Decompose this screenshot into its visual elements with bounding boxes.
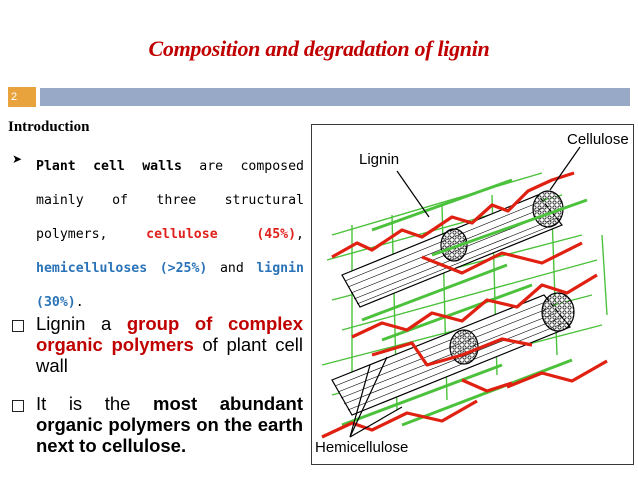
bullet-text: of plant cell wall xyxy=(36,334,303,376)
bullet-abundance: It is the most abundant organic polymers… xyxy=(36,393,303,456)
hemicelluloses-term: hemicelluloses (>25%) xyxy=(36,261,208,276)
square-bullet-icon xyxy=(12,400,24,412)
cellulose-term: cellulose (45%) xyxy=(146,227,297,242)
lignin-term: lignin (30%) xyxy=(36,261,304,310)
lignin-chains xyxy=(321,171,608,439)
arrow-bullet-icon: ➤ xyxy=(12,152,23,166)
label-cellulose: Cellulose xyxy=(567,131,629,148)
intro-paragraph: Plant cell walls are composed mainly of … xyxy=(36,150,304,320)
bullet-text: It is the xyxy=(36,393,153,414)
paragraph-bold-text: Plant cell walls xyxy=(36,159,182,174)
highlight-text: group of complex organic polymers xyxy=(36,313,303,355)
paragraph-text: are composed mainly of three structural … xyxy=(36,159,304,242)
paragraph-text: and xyxy=(207,261,257,276)
slide-title: Composition and degradation of lignin xyxy=(148,36,490,61)
label-lignin: Lignin xyxy=(359,151,400,168)
bullet-lignin-definition: Lignin a group of complex organic polyme… xyxy=(36,313,303,376)
slide-number: 2 xyxy=(8,87,36,107)
square-bullet-icon xyxy=(12,320,24,332)
bullet-text: Lignin a xyxy=(36,313,127,334)
cell-wall-diagram: Cellulose Lignin Hemicellulose xyxy=(311,124,634,465)
header-bar xyxy=(40,88,630,106)
cell-wall-illustration xyxy=(321,146,608,439)
intro-heading: Introduction xyxy=(8,119,90,135)
bold-text: most abundant organic polymers on the ea… xyxy=(36,393,303,456)
label-pointer-lines xyxy=(349,146,581,438)
paragraph-text: . xyxy=(75,295,84,310)
label-hemicellulose: Hemicellulose xyxy=(315,439,409,456)
paragraph-text: , xyxy=(296,227,304,242)
